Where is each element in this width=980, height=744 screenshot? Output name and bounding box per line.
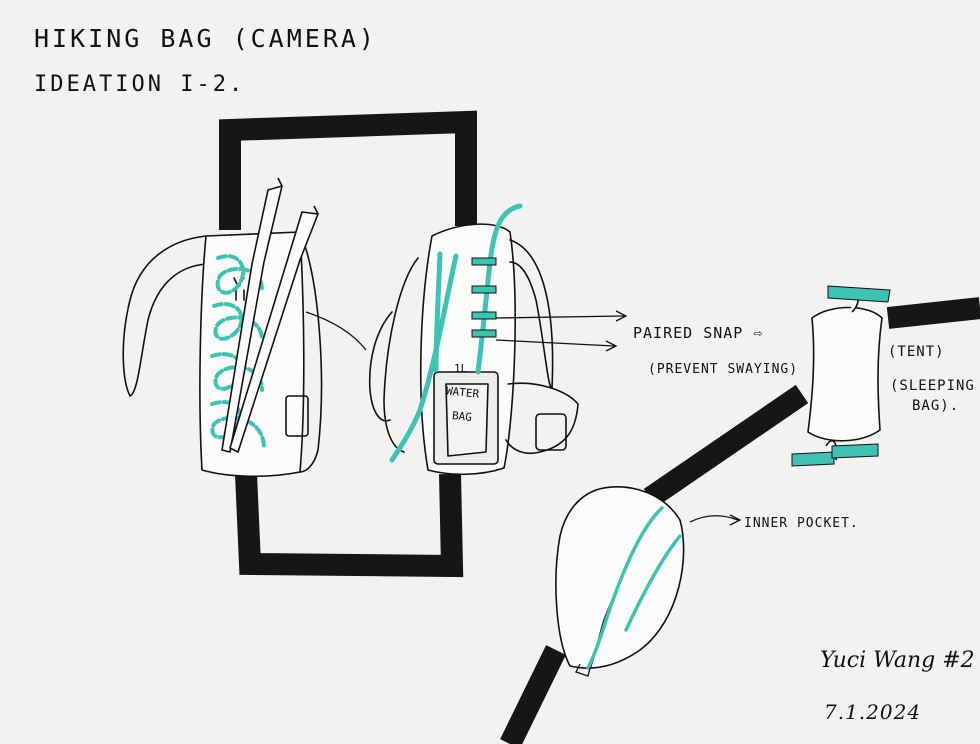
label-prevent-swaying: (PREVENT SWAYING)	[648, 362, 799, 377]
sketch-title: HIKING BAG (CAMERA)	[34, 24, 377, 53]
label-water-volume: 1L	[454, 362, 468, 375]
label-tent: (TENT)	[888, 344, 945, 360]
pocket-zipper-pull	[575, 663, 591, 677]
teal-snap-buckles	[471, 257, 497, 338]
trekking-poles	[221, 177, 319, 453]
label-sleeping-bag-line2: BAG).	[912, 398, 960, 414]
signature-date: 7.1.2024	[824, 700, 922, 724]
label-paired-snap: PAIRED SNAP ⇨	[633, 324, 764, 342]
sketch-subtitle: IDEATION I-2.	[34, 72, 246, 97]
black-marker-strokes	[500, 297, 980, 744]
pointer-arrows	[495, 310, 742, 526]
teal-roll-straps	[791, 285, 891, 467]
label-water-bag-line2: BAG	[451, 408, 473, 425]
signature-name: Yuci Wang #2	[820, 648, 975, 673]
label-inner-pocket: INNER POCKET.	[744, 516, 859, 531]
black-mirror-frame	[219, 110, 477, 578]
sleeping-bag-roll	[807, 289, 883, 461]
teal-pocket-zipper	[586, 506, 682, 670]
connector-line	[305, 311, 367, 351]
label-sleeping-bag-line1: (SLEEPING	[890, 378, 975, 394]
